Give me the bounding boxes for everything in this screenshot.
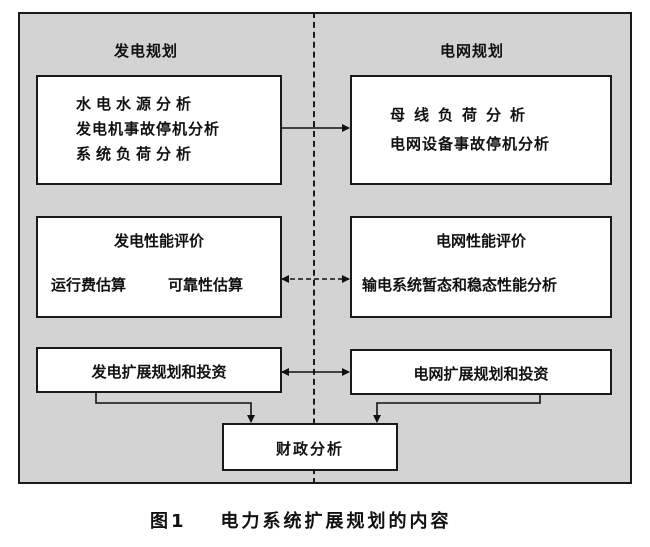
gen-expansion-label: 发电扩展规划和投资 [91,363,227,381]
grid-eval-box: 电网性能评价 输电系统暂态和稳态性能分析 [350,216,612,318]
generation-section-title: 发电规划 [114,42,179,60]
gen-analysis-line-1: 水电水源分析 [76,95,197,113]
gen-eval-box: 发电性能评价 运行费估算 可靠性估算 [36,216,282,318]
grid-eval-line: 输电系统暂态和稳态性能分析 [362,276,558,294]
figure-caption: 图1 电力系统扩展规划的内容 [150,507,452,533]
gen-eval-title: 发电性能评价 [113,232,204,250]
grid-eval-title: 电网性能评价 [435,232,526,250]
gen-analysis-box: 水电水源分析 发电机事故停机分析 系统负荷分析 [36,75,282,185]
finance-box: 财政分析 [222,423,398,471]
gen-expansion-box: 发电扩展规划和投资 [36,347,282,393]
section-divider [313,12,315,484]
gen-eval-reliability: 可靠性估算 [168,276,244,294]
grid-expansion-box: 电网扩展规划和投资 [350,349,612,395]
gen-analysis-line-3: 系统负荷分析 [76,145,197,163]
grid-expansion-label: 电网扩展规划和投资 [413,365,549,383]
grid-section-title: 电网规划 [440,42,505,60]
grid-analysis-line-1: 母线负荷分析 [390,106,535,124]
gen-eval-cost: 运行费估算 [51,276,127,294]
arrow-grid-to-finance [373,395,541,423]
grid-analysis-box: 母线负荷分析 电网设备事故停机分析 [350,75,612,185]
grid-analysis-line-2: 电网设备事故停机分析 [390,135,551,153]
finance-label: 财政分析 [275,440,344,458]
figure-number: 图1 [150,511,187,532]
arrow-gen-to-finance [95,393,255,423]
gen-analysis-line-2: 发电机事故停机分析 [76,120,221,138]
figure-title: 电力系统扩展规划的内容 [220,511,452,532]
